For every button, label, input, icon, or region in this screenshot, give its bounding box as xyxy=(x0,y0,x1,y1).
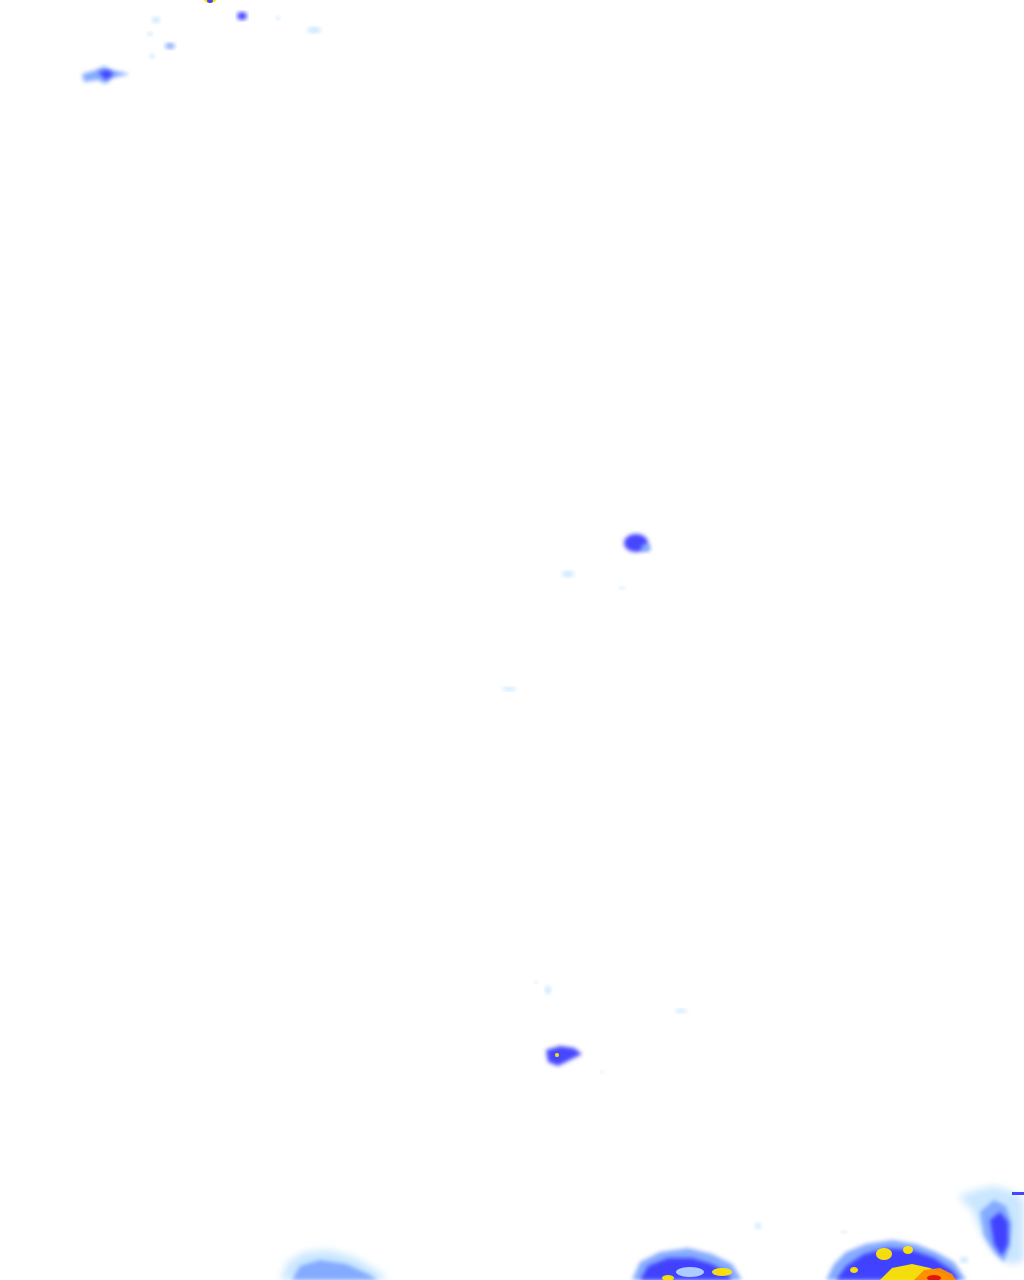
echo-cell-lower-middle xyxy=(534,980,687,1074)
echo-cell-middle xyxy=(502,534,651,691)
echo-cluster-top-left xyxy=(82,0,321,84)
echo-band-bottom-center xyxy=(632,1248,742,1280)
echo-cell-right-edge xyxy=(755,1186,1024,1264)
echo-band-bottom-right xyxy=(826,1240,966,1280)
echo-band-bottom-left xyxy=(280,1250,388,1280)
